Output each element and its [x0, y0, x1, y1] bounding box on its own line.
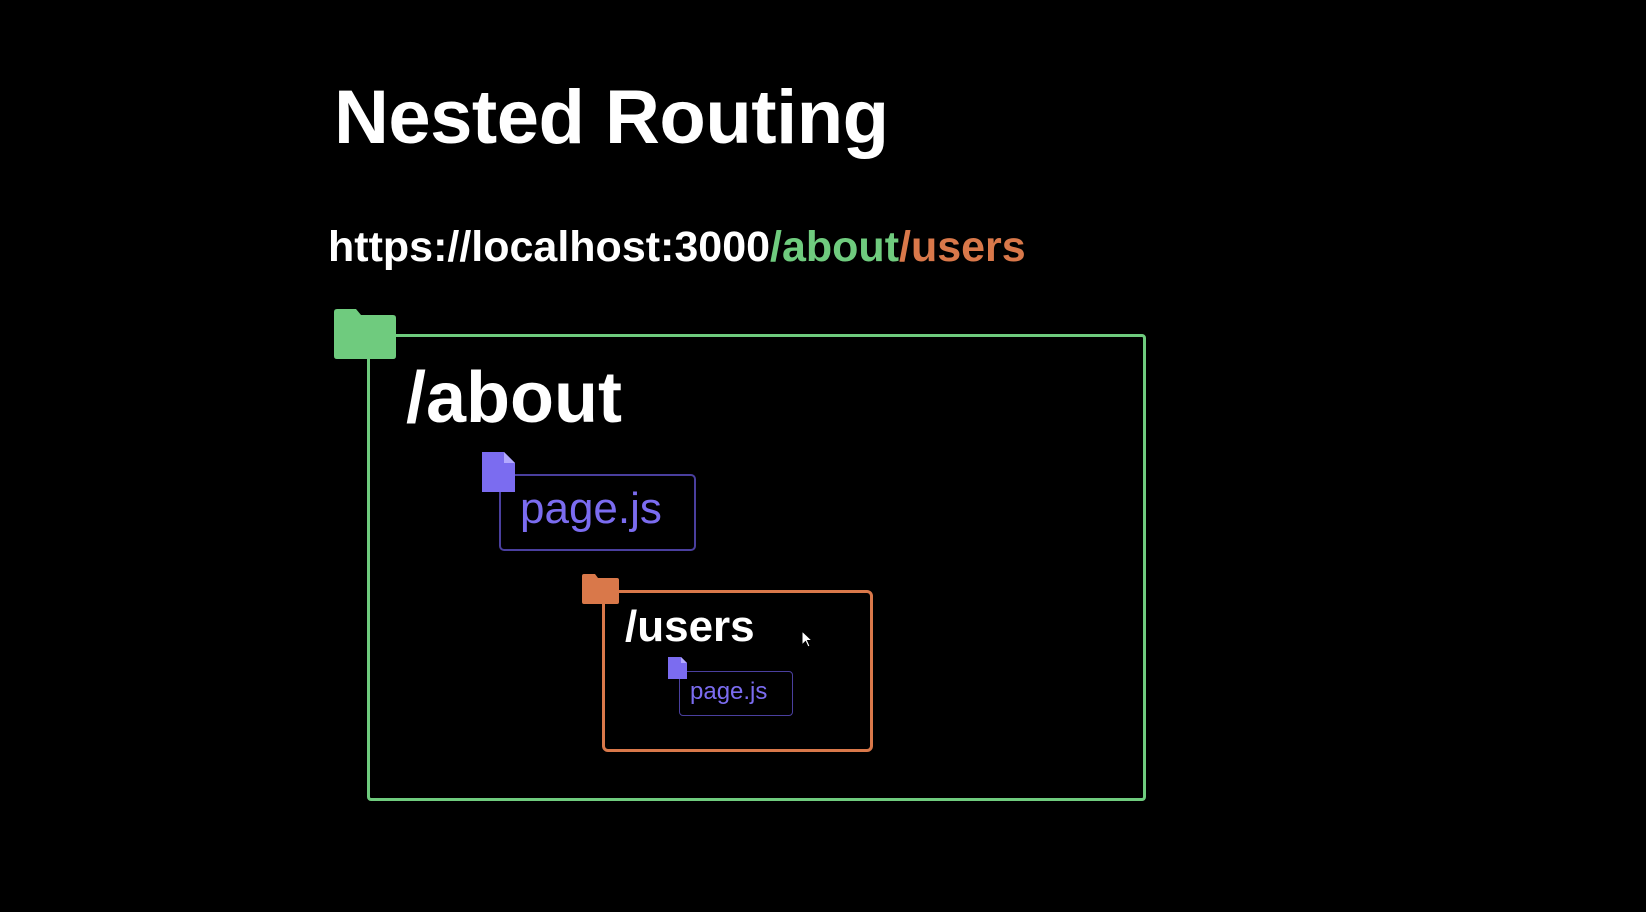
users-page-file-label: page.js	[690, 678, 768, 705]
folder-icon	[582, 574, 619, 604]
url-base: https://localhost:3000	[328, 223, 771, 271]
about-page-file-label: page.js	[520, 484, 662, 533]
file-icon	[482, 452, 515, 492]
file-icon	[668, 657, 687, 679]
about-page-file-box	[499, 474, 696, 551]
users-page-file-box	[679, 671, 793, 716]
users-folder-box	[602, 590, 873, 752]
about-folder-box	[367, 334, 1146, 801]
mouse-cursor-icon	[801, 630, 813, 648]
url-segment-about: /about	[770, 223, 900, 271]
about-folder-label: /about	[406, 358, 622, 438]
folder-icon	[334, 309, 396, 359]
url-path: https://localhost:3000/about/users	[328, 226, 1026, 269]
url-segment-users: /users	[899, 223, 1026, 271]
users-folder-label: /users	[625, 602, 755, 651]
slide-title: Nested Routing	[334, 75, 889, 160]
